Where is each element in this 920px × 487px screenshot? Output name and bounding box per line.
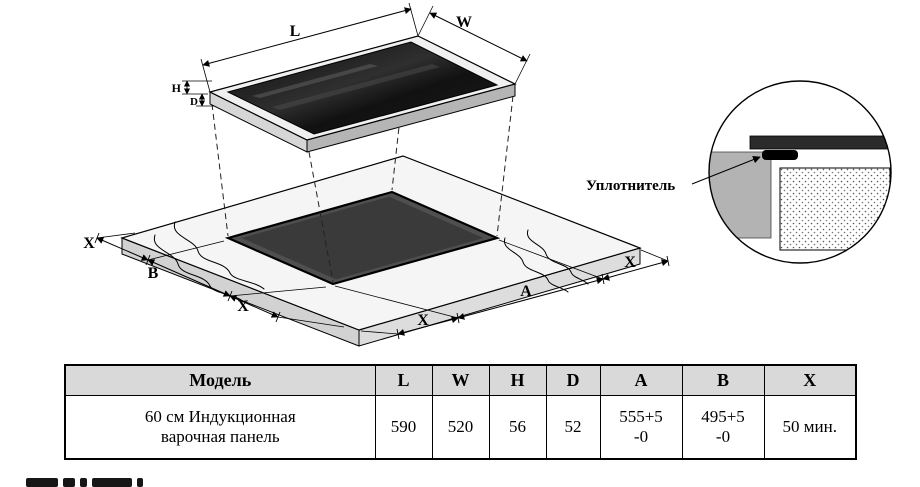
glass-reflection-2 xyxy=(272,64,440,110)
glass-reflection xyxy=(252,64,378,98)
cell-l: 590 xyxy=(374,395,433,460)
hob-installation-drawing: X B X X A X xyxy=(83,2,892,347)
model-line-2: варочная панель xyxy=(160,427,280,446)
cell-d: 52 xyxy=(545,395,601,460)
cutout-hole xyxy=(224,190,501,286)
dim-b-label: B xyxy=(148,265,159,282)
ticks-right xyxy=(396,255,670,340)
detail-view: Уплотнитель xyxy=(586,80,892,264)
cell-b-line-1: 495+5 xyxy=(701,406,745,426)
header-b: B xyxy=(681,364,765,396)
table-data-row: 60 см Индукционная варочная панель 590 5… xyxy=(64,395,857,460)
header-x: X xyxy=(763,364,857,396)
ticks-left xyxy=(94,232,281,323)
dim-x-left-label: X xyxy=(83,235,95,252)
dim-x-bottom-left-label: X xyxy=(237,298,249,315)
cell-model: 60 см Индукционная варочная панель xyxy=(64,395,376,460)
header-l: L xyxy=(374,364,433,396)
cell-a-line-1: 555+5 xyxy=(619,406,663,426)
hd-detail xyxy=(182,80,214,107)
dimensions-table: Модель L W H D A B X 60 см Индукционная … xyxy=(64,364,857,460)
countertop xyxy=(120,155,642,347)
dimension-left-group: X B X xyxy=(83,232,345,328)
hob-edge-section xyxy=(749,135,891,150)
model-line-1: 60 см Индукционная xyxy=(144,406,296,426)
dim-a-label: A xyxy=(520,283,532,300)
cell-x: 50 мин. xyxy=(763,395,857,460)
detail-circle xyxy=(708,80,892,264)
extension-lines-left xyxy=(96,232,345,328)
table-header-row: Модель L W H D A B X xyxy=(64,364,857,396)
cell-b-line-2: -0 xyxy=(715,427,731,446)
dim-w-label: W xyxy=(456,14,472,31)
seal-label: Уплотнитель xyxy=(586,178,675,194)
cabinet-section xyxy=(779,167,891,251)
seal-arrow xyxy=(691,155,761,185)
cell-a-line-2: -0 xyxy=(633,427,649,446)
cell-b: 495+5 -0 xyxy=(681,395,765,460)
extension-lines-right xyxy=(334,239,669,335)
header-model: Модель xyxy=(64,364,376,396)
dim-x-bottom-mid-label: X xyxy=(417,312,429,329)
dim-h-label: H xyxy=(172,81,182,95)
header-w: W xyxy=(431,364,490,396)
cell-a: 555+5 -0 xyxy=(599,395,683,460)
cell-h: 56 xyxy=(488,395,547,460)
dimension-hob-group: L W H D xyxy=(172,2,531,108)
header-a: A xyxy=(599,364,683,396)
countertop-section xyxy=(709,151,772,239)
dim-d-label: D xyxy=(190,96,198,108)
seal xyxy=(762,150,798,160)
dimension-right-group: X A X xyxy=(334,239,670,340)
projection-lines xyxy=(211,95,514,283)
cutoff-text-fragment xyxy=(26,478,143,487)
dim-l-label: L xyxy=(290,23,301,40)
cell-w: 520 xyxy=(431,395,490,460)
dim-x-right-label: X xyxy=(624,254,636,271)
header-d: D xyxy=(545,364,601,396)
header-h: H xyxy=(488,364,547,396)
hob-panel xyxy=(208,35,517,153)
